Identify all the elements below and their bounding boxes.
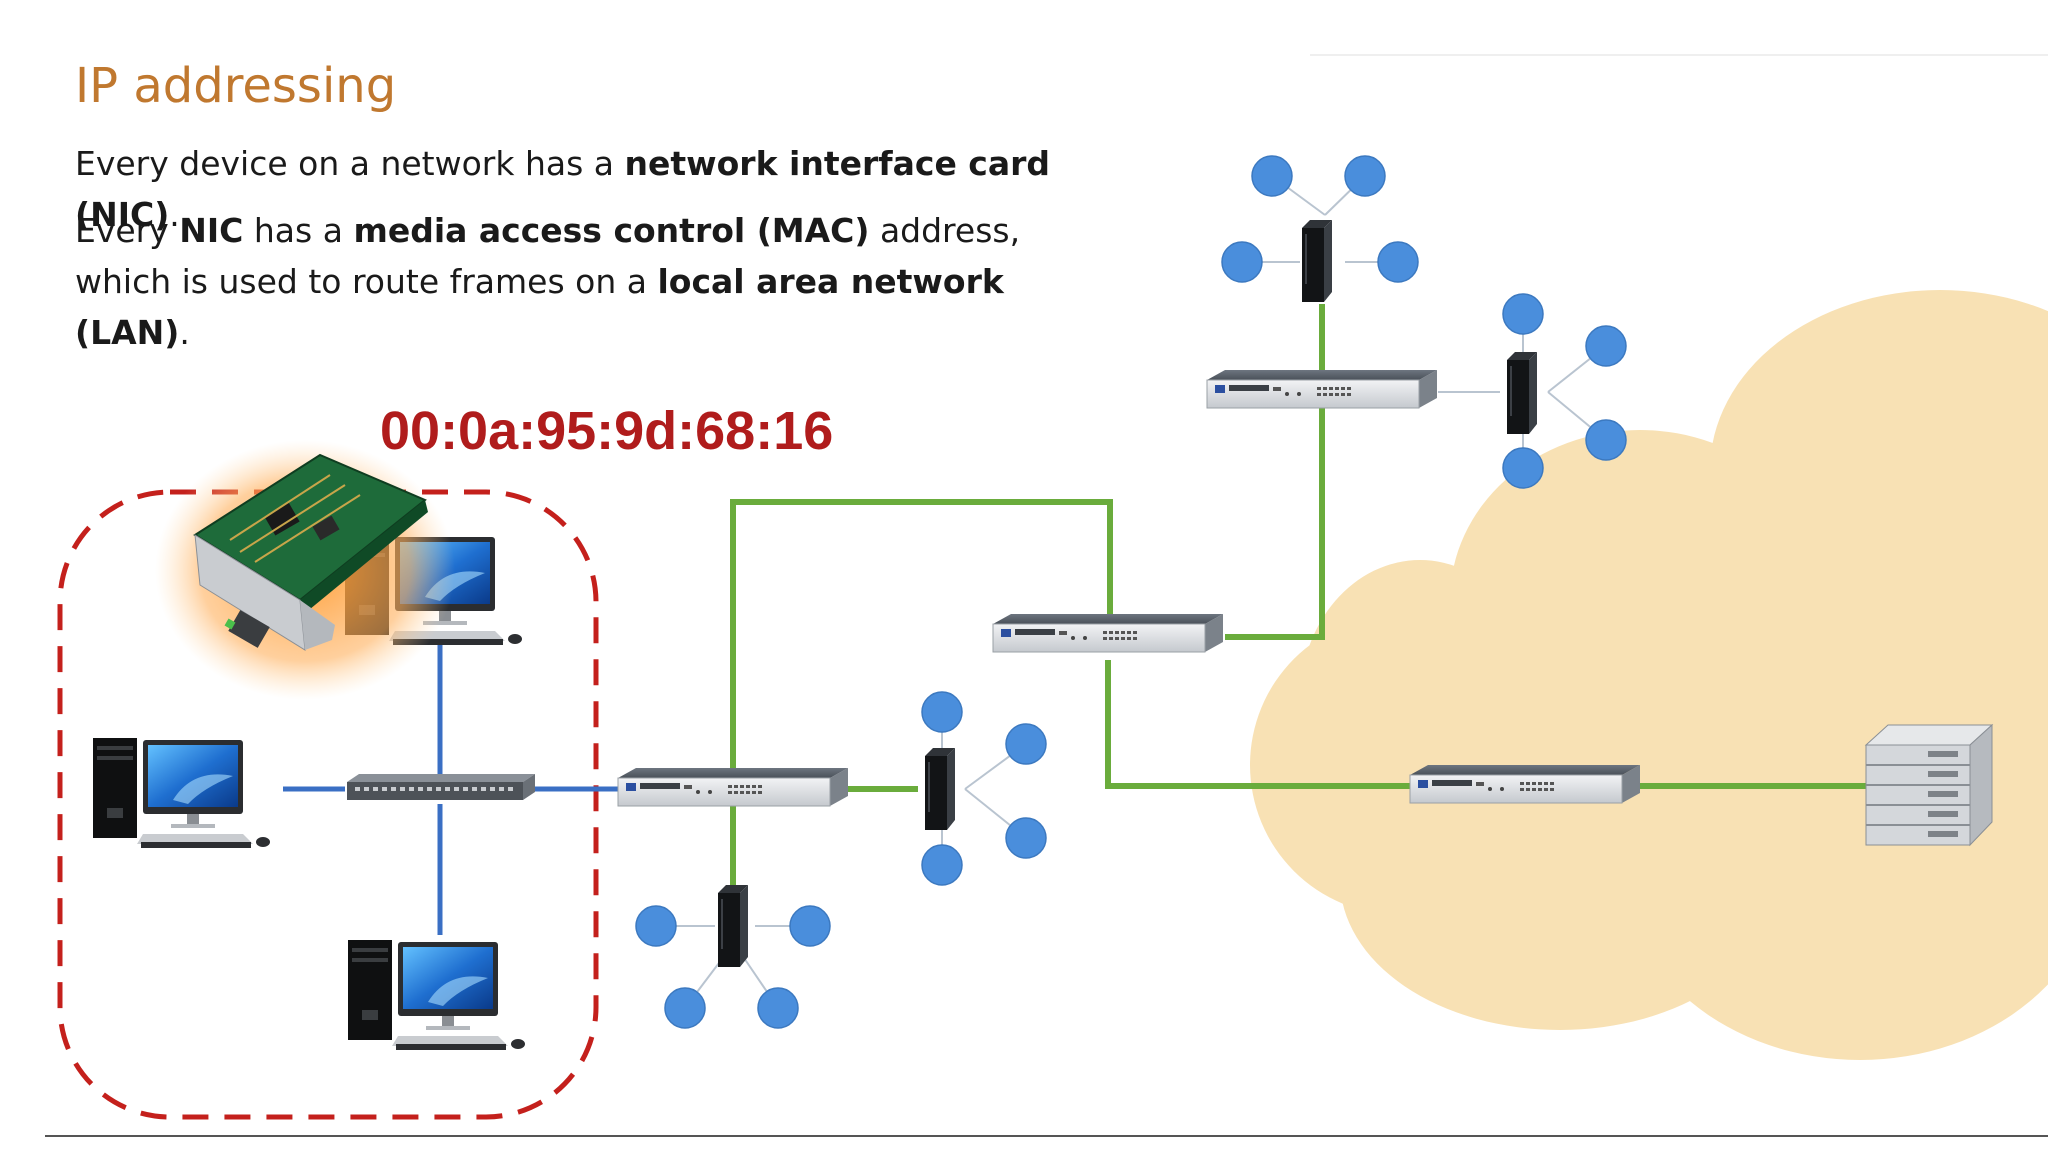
- server-rack-icon: [1864, 723, 1994, 847]
- mac-statement: Every NIC has a media access control (MA…: [75, 205, 1095, 358]
- nic-statement: Every device on a network has a network …: [75, 138, 1095, 240]
- nic-term-short: NIC: [179, 211, 244, 250]
- router-icon: [617, 767, 849, 807]
- router-icon: [1206, 369, 1438, 409]
- wireless-node-icon: [1221, 241, 1263, 283]
- wireless-node-icon: [757, 987, 799, 1029]
- wireless-node-icon: [1585, 325, 1627, 367]
- wireless-node-icon: [1005, 817, 1047, 859]
- wireless-node-icon: [789, 905, 831, 947]
- lan-boundary: [57, 489, 599, 1120]
- wireless-access-point-icon: [1302, 220, 1332, 302]
- nic-card-icon: [155, 440, 455, 700]
- wireless-access-point-icon: [1507, 352, 1537, 434]
- mac-statement-text-2: has a: [243, 211, 354, 250]
- desktop-computer-icon: [93, 738, 270, 848]
- mac-statement-text-3: address, which is used to route frames o…: [75, 211, 1021, 301]
- desktop-computer-icon: [348, 940, 525, 1050]
- lan-links: [283, 640, 620, 935]
- wireless-access-point-icon: [925, 748, 955, 830]
- mac-term: media access control (MAC): [353, 211, 870, 250]
- router-icon: [1409, 764, 1641, 804]
- wireless-access-point-icon: [718, 885, 748, 967]
- nic-statement-end: .: [169, 195, 180, 234]
- lan-term: local area network (LAN): [75, 262, 1004, 352]
- nic-term: network interface card (NIC): [75, 144, 1051, 234]
- wireless-node-icon: [1502, 293, 1544, 335]
- wireless-node-icon: [1377, 241, 1419, 283]
- wireless-node-icon: [1585, 419, 1627, 461]
- wireless-node-icon: [635, 905, 677, 947]
- wireless-node-icon: [1251, 155, 1293, 197]
- router-icon: [992, 613, 1224, 653]
- wireless-node-icon: [921, 691, 963, 733]
- nic-statement-text: Every device on a network has a: [75, 144, 625, 183]
- wan-links: [730, 304, 1870, 885]
- wireless-node-icon: [1344, 155, 1386, 197]
- wireless-node-icon: [1005, 723, 1047, 765]
- wireless-node-icon: [664, 987, 706, 1029]
- mac-address-label: 00:0a:95:9d:68:16: [380, 401, 834, 461]
- slide-title: IP addressing: [75, 58, 397, 114]
- wireless-node-icon: [1502, 447, 1544, 489]
- wireless-node-icon: [921, 844, 963, 886]
- network-switch-icon: [347, 774, 535, 800]
- mac-statement-end: .: [179, 313, 190, 352]
- mac-statement-text-1: Every: [75, 211, 180, 250]
